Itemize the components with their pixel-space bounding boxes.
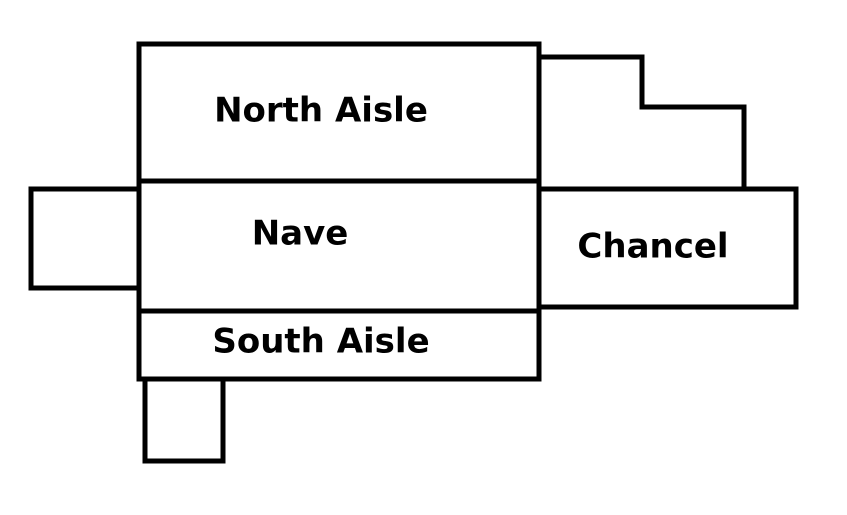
nave <box>136 178 542 314</box>
north-east-annex <box>536 54 747 192</box>
chancel <box>536 186 799 310</box>
south-aisle-label: South Aisle <box>212 322 429 362</box>
west-annex <box>28 186 142 291</box>
chancel-label: Chancel <box>577 227 728 267</box>
north-aisle <box>136 41 542 184</box>
nave-label: Nave <box>252 214 349 254</box>
south-porch <box>142 376 226 464</box>
north-aisle-label: North Aisle <box>214 91 428 131</box>
south-aisle <box>136 308 542 382</box>
